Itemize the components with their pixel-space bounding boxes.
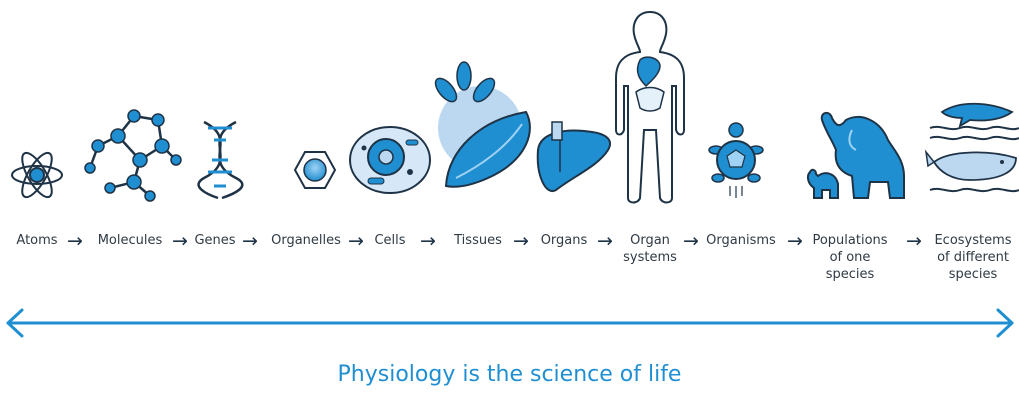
- molecule-icon: [85, 110, 181, 201]
- label-populations: Populations of one species: [812, 232, 887, 283]
- dna-icon: [199, 122, 243, 198]
- caption: Physiology is the science of life: [0, 362, 1019, 387]
- label-genes: Genes: [194, 232, 235, 249]
- label-ecosystems: Ecosystems of different species: [934, 232, 1011, 283]
- label-organelles: Organelles: [271, 232, 341, 249]
- life-scale-arrow: [8, 310, 1012, 336]
- human-body-icon: [616, 12, 684, 203]
- arrow-icon: →: [683, 232, 699, 251]
- arrow-icon: →: [172, 232, 188, 251]
- arrow-icon: →: [597, 232, 613, 251]
- arrow-icon: →: [242, 232, 258, 251]
- atom-icon: [12, 149, 62, 201]
- label-atoms: Atoms: [16, 232, 57, 249]
- organelle-icon: [295, 152, 335, 188]
- turtle-icon: [709, 123, 763, 198]
- label-cells: Cells: [374, 232, 405, 249]
- arrow-icon: →: [420, 232, 436, 251]
- arrow-icon: →: [513, 232, 529, 251]
- arrow-icon: →: [67, 232, 83, 251]
- label-organs: Organs: [541, 232, 588, 249]
- label-tissues: Tissues: [454, 232, 502, 249]
- liver-icon: [538, 122, 610, 191]
- label-molecules: Molecules: [98, 232, 163, 249]
- arrow-icon: →: [348, 232, 364, 251]
- label-organisms: Organisms: [706, 232, 776, 249]
- arrow-icon: →: [787, 232, 803, 251]
- cell-icon: [350, 127, 430, 193]
- tissue-icon: [432, 62, 530, 187]
- marine-life-icon: [926, 104, 1019, 191]
- elephant-icon: [808, 113, 904, 198]
- arrow-icon: →: [906, 232, 922, 251]
- label-organ-systems: Organ systems: [623, 232, 677, 266]
